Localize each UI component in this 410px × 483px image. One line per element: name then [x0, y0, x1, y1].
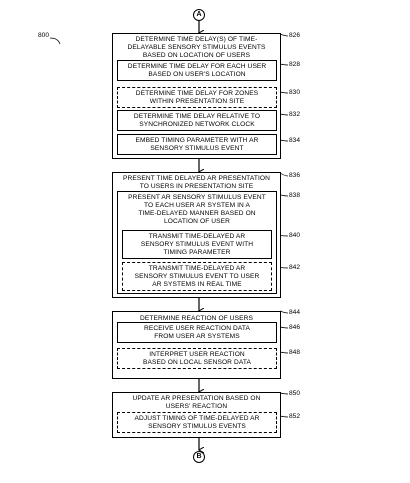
- step-840-box: TRANSMIT TIME-DELAYED AR SENSORY STIMULU…: [122, 230, 272, 259]
- step-836-ref: 836: [289, 172, 301, 179]
- step-836-title: PRESENT TIME DELAYED AR PRESENTATION TO …: [123, 175, 270, 190]
- step-840-text: TRANSMIT TIME-DELAYED AR SENSORY STIMULU…: [140, 233, 254, 256]
- step-848-ref: 848: [289, 349, 301, 356]
- step-838-ref: 838: [289, 192, 301, 199]
- step-830-text: DETERMINE TIME DELAY FOR ZONES WITHIN PR…: [135, 90, 259, 105]
- step-844-ref: 844: [289, 309, 301, 316]
- step-828-text: DETERMINE TIME DELAY FOR EACH USER BASED…: [127, 63, 267, 78]
- step-828-box: DETERMINE TIME DELAY FOR EACH USER BASED…: [117, 60, 277, 81]
- step-852-text: ADJUST TIMING OF TIME-DELAYED AR SENSORY…: [134, 415, 260, 430]
- step-830-ref: 830: [289, 89, 301, 96]
- figure-number: 800: [38, 32, 50, 39]
- step-846-box: RECEIVE USER REACTION DATA FROM USER AR …: [117, 322, 277, 343]
- step-828-ref: 828: [289, 61, 301, 68]
- step-842-ref: 842: [289, 264, 301, 271]
- step-844-title: DETERMINE REACTION OF USERS: [140, 315, 253, 322]
- step-848-box: INTERPRET USER REACTION BASED ON LOCAL S…: [117, 348, 277, 369]
- step-832-text: DETERMINE TIME DELAY RELATIVE TO SYNCHRO…: [133, 113, 261, 128]
- step-846-text: RECEIVE USER REACTION DATA FROM USER AR …: [143, 325, 251, 340]
- step-842-box: TRANSMIT TIME-DELAYED AR SENSORY STIMULU…: [122, 262, 272, 291]
- connector-b: B: [193, 451, 205, 463]
- step-852-box: ADJUST TIMING OF TIME-DELAYED AR SENSORY…: [117, 412, 277, 433]
- step-832-ref: 832: [289, 111, 301, 118]
- step-850-ref: 850: [289, 390, 301, 397]
- step-838-title: PRESENT AR SENSORY STIMULUS EVENT TO EAC…: [128, 194, 266, 225]
- step-834-ref: 834: [289, 137, 301, 144]
- step-840-ref: 840: [289, 232, 301, 239]
- step-842-text: TRANSMIT TIME-DELAYED AR SENSORY STIMULU…: [134, 265, 260, 288]
- step-830-box: DETERMINE TIME DELAY FOR ZONES WITHIN PR…: [117, 87, 277, 108]
- step-852-ref: 852: [289, 413, 301, 420]
- step-850-title: UPDATE AR PRESENTATION BASED ON USERS' R…: [132, 395, 261, 410]
- connector-a: A: [193, 9, 205, 21]
- step-846-ref: 846: [289, 324, 301, 331]
- step-834-box: EMBED TIMING PARAMETER WITH AR SENSORY S…: [117, 134, 277, 155]
- step-826-ref: 826: [289, 32, 301, 39]
- step-832-box: DETERMINE TIME DELAY RELATIVE TO SYNCHRO…: [117, 110, 277, 131]
- step-826-title: DETERMINE TIME DELAY(S) OF TIME- DELAYAB…: [127, 36, 266, 59]
- step-848-text: INTERPRET USER REACTION BASED ON LOCAL S…: [142, 351, 251, 366]
- step-834-text: EMBED TIMING PARAMETER WITH AR SENSORY S…: [135, 137, 259, 152]
